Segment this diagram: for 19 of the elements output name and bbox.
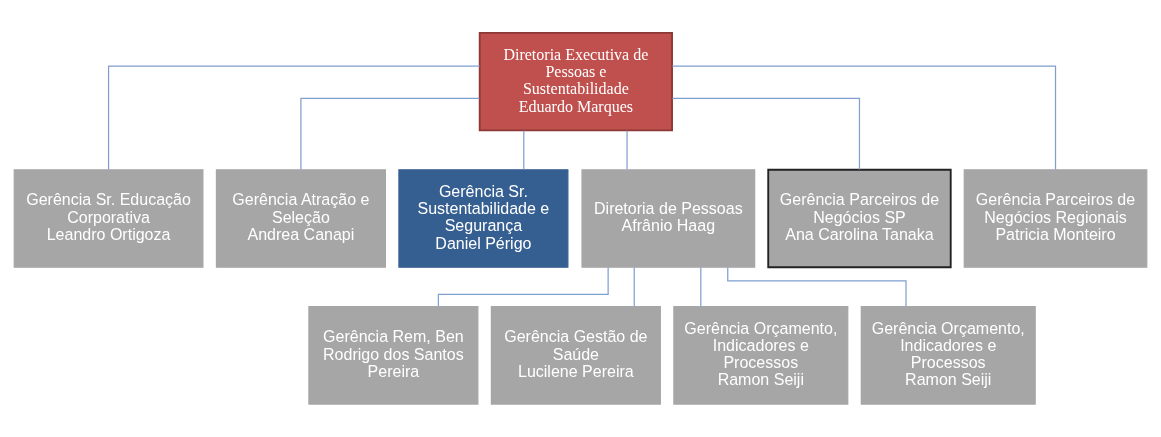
connector	[107, 65, 481, 171]
node-box: Gerência Orçamento, Indicadores e Processos Ramon Seiji	[673, 306, 849, 405]
connector	[300, 97, 480, 171]
connector	[700, 266, 702, 307]
node-box: Diretoria Executiva de Pessoas e Sustentabilidade Eduardo Marques	[478, 32, 673, 132]
connector	[626, 130, 628, 170]
node-box: Gerência Orçamento, Indicadores e Processos Ramon Seiji	[860, 306, 1036, 405]
node-box: Gerência Parceiros de Negócios Regionais Patricia Monteiro	[963, 169, 1148, 268]
connector	[671, 97, 861, 171]
node-box: Gerência Parceiros de Negócios SP Ana Carolina Tanaka	[767, 168, 952, 269]
node-box: Gerência Sr. Educação Corporativa Leandro Ortigoza	[13, 169, 204, 268]
node-box: Gerência Rem, Ben Rodrigo dos Santos Pereira	[308, 306, 479, 405]
connector	[671, 65, 1057, 171]
node-box: Gerência Atração e Seleção Andrea Canapi	[215, 169, 386, 268]
connector	[523, 130, 525, 170]
node-box: Gerência Sr. Sustentabilidade e Segurança Daniel Périgo	[398, 169, 569, 268]
node-box: Gerência Gestão de Saúde Lucilene Pereira	[490, 306, 661, 405]
node-box: Diretoria de Pessoas Afrânio Haag	[581, 169, 756, 268]
connector	[633, 266, 635, 307]
